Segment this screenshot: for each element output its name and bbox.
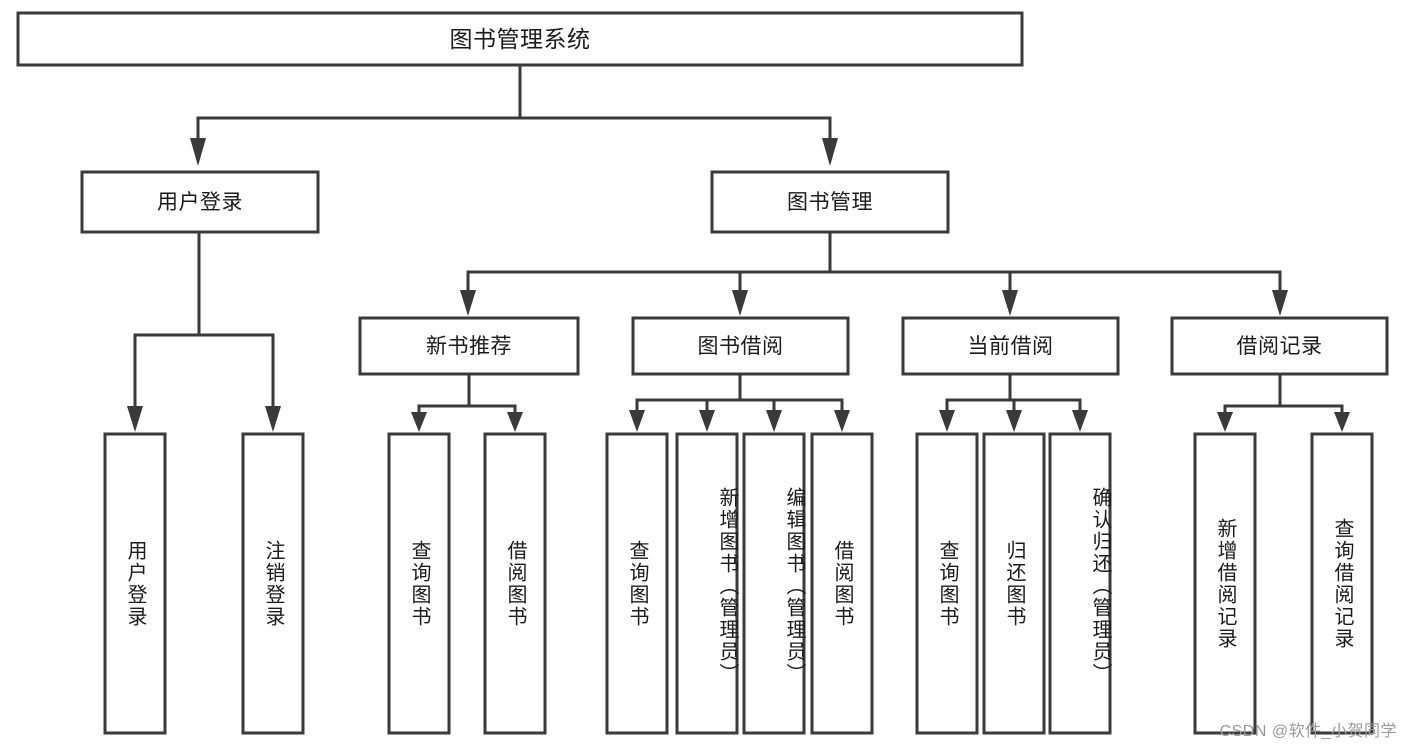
arrow-root-to-user-login xyxy=(190,138,206,166)
arrow-to-leaf-add-borrow-record xyxy=(1217,412,1233,432)
node-leaf-edit-book-admin-box[interactable] xyxy=(742,432,806,735)
arrow-to-leaf-query-books-current xyxy=(939,410,955,432)
node-book-management-box[interactable] xyxy=(710,170,950,234)
arrow-root-to-book-mgmt xyxy=(822,138,838,166)
node-leaf-add-borrow-record-box[interactable] xyxy=(1193,432,1257,735)
arrow-to-leaf-query-books-borrow xyxy=(629,410,645,432)
node-leaf-logout-box[interactable] xyxy=(241,432,305,735)
arrow-to-leaf-query-books-recommend xyxy=(411,412,427,432)
node-leaf-query-books-recommend-box[interactable] xyxy=(387,432,451,735)
node-root-box[interactable] xyxy=(16,11,1024,67)
node-book-borrow-box[interactable] xyxy=(631,316,850,376)
arrow-to-leaf-query-borrow-record xyxy=(1334,412,1350,432)
arrow-to-borrow-records xyxy=(1272,290,1288,316)
node-leaf-confirm-return-admin-box[interactable] xyxy=(1048,432,1112,735)
node-leaf-query-borrow-record-box[interactable] xyxy=(1310,432,1374,735)
node-leaf-add-book-admin-box[interactable] xyxy=(675,432,739,735)
arrow-to-leaf-logout xyxy=(265,406,281,432)
arrow-to-leaf-return-book xyxy=(1006,410,1022,432)
node-new-book-recommend-box[interactable] xyxy=(358,316,580,376)
arrow-to-leaf-user-login xyxy=(127,406,143,432)
arrow-to-leaf-edit-book-admin xyxy=(766,410,782,432)
arrow-to-leaf-confirm-return-admin xyxy=(1072,410,1088,432)
arrow-to-leaf-add-book-admin xyxy=(699,410,715,432)
arrow-to-new-book-recommend xyxy=(460,290,476,316)
node-leaf-borrow-books-recommend-box[interactable] xyxy=(483,432,547,735)
arrow-to-current-borrow xyxy=(1002,290,1018,316)
node-leaf-query-books-borrow-box[interactable] xyxy=(605,432,669,735)
arrow-to-leaf-borrow-book xyxy=(834,410,850,432)
node-current-borrow-box[interactable] xyxy=(901,316,1120,376)
node-leaf-borrow-book-box[interactable] xyxy=(810,432,874,735)
arrow-to-leaf-borrow-books-recommend xyxy=(507,412,523,432)
arrow-to-book-borrow xyxy=(732,290,748,316)
node-leaf-user-login-box[interactable] xyxy=(103,432,167,735)
node-leaf-return-book-box[interactable] xyxy=(982,432,1046,735)
node-borrow-records-box[interactable] xyxy=(1170,316,1389,376)
node-leaf-query-books-current-box[interactable] xyxy=(915,432,979,735)
node-user-login-box[interactable] xyxy=(80,170,320,234)
